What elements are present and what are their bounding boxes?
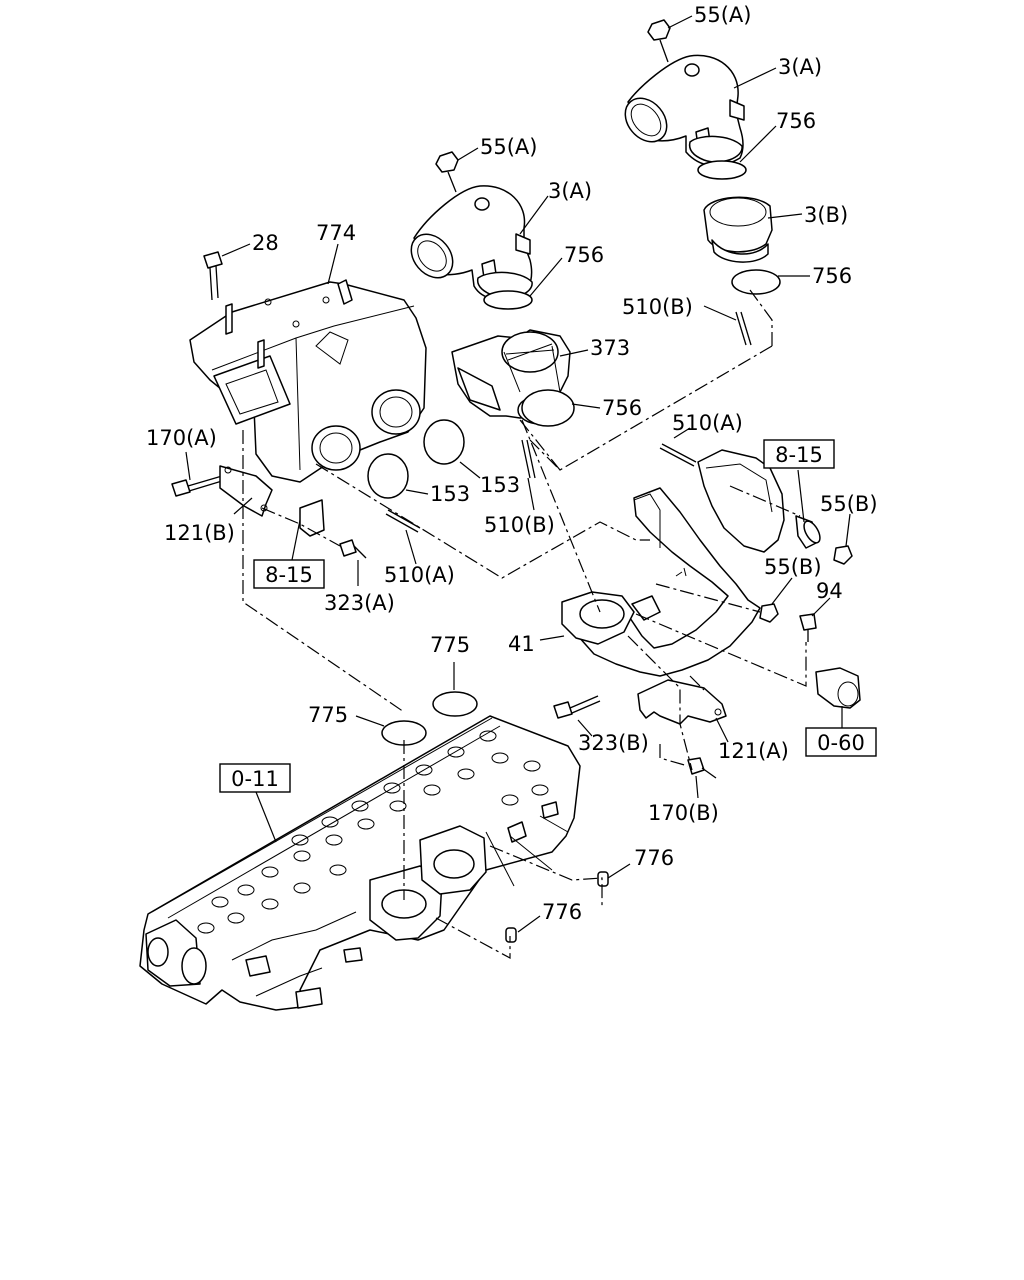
label-153-b: 153 — [480, 473, 520, 497]
nut-55a-top — [647, 19, 671, 63]
center-lines — [242, 289, 807, 960]
stud-510b-top — [735, 311, 752, 346]
label-756-373: 756 — [602, 396, 642, 420]
label-756-b: 756 — [812, 264, 852, 288]
bolt-94 — [799, 613, 817, 642]
gasket-756-373 — [521, 389, 575, 427]
label-55a-mid: 55(A) — [480, 135, 537, 159]
elbow-3a-mid — [410, 185, 533, 301]
label-3b: 3(B) — [804, 203, 848, 227]
label-41: 41 — [508, 632, 535, 656]
label-55b-b: 55(B) — [764, 555, 822, 579]
label-153-a: 153 — [430, 482, 470, 506]
sensor-right — [795, 515, 821, 549]
label-323b: 323(B) — [578, 731, 649, 755]
label-756-mid: 756 — [564, 243, 604, 267]
nut-55b-a — [833, 545, 853, 565]
oring-153-b — [367, 453, 409, 499]
ref-815-right-text: 8-15 — [775, 443, 823, 467]
label-3a-top: 3(A) — [778, 55, 822, 79]
label-28: 28 — [252, 231, 279, 255]
label-323a: 323(A) — [324, 591, 395, 615]
label-121a: 121(A) — [718, 739, 789, 763]
label-170b: 170(B) — [648, 801, 719, 825]
sensor-060 — [815, 667, 861, 709]
oring-775-b — [432, 691, 478, 717]
label-775-a: 775 — [308, 703, 348, 727]
gasket-756-mid — [483, 290, 533, 310]
label-510b-top: 510(B) — [622, 295, 693, 319]
label-756-top: 756 — [776, 109, 816, 133]
ref-060-text: 0-60 — [817, 731, 865, 755]
cylinder-head — [139, 715, 581, 1011]
bracket-121a — [637, 679, 727, 725]
stud-510b-bot — [521, 439, 536, 479]
pipe-41 — [561, 449, 785, 677]
gasket-756-top — [697, 160, 747, 180]
label-776-a: 776 — [634, 846, 674, 870]
ref-box-815-right[interactable]: 8-15 — [763, 439, 835, 469]
bolt-170b — [687, 757, 717, 779]
label-776-b: 776 — [542, 900, 582, 924]
bolt-323a — [339, 539, 367, 559]
dowel-776-a — [597, 871, 609, 887]
elbow-3a-top — [624, 54, 745, 167]
leader-lines — [185, 15, 851, 933]
label-94: 94 — [816, 579, 843, 603]
oring-153-a — [423, 419, 465, 465]
ref-011-text: 0-11 — [231, 767, 279, 791]
label-55a-top: 55(A) — [694, 3, 751, 27]
label-121b: 121(B) — [164, 521, 235, 545]
label-55b-a: 55(B) — [820, 492, 878, 516]
label-510b-bot: 510(B) — [484, 513, 555, 537]
label-510a-left: 510(A) — [384, 563, 455, 587]
ref-box-815-left[interactable]: 8-15 — [253, 559, 325, 589]
label-3a-mid: 3(A) — [548, 179, 592, 203]
label-510a-right: 510(A) — [672, 411, 743, 435]
ref-box-011[interactable]: 0-11 — [219, 763, 291, 793]
nut-55a-mid — [435, 151, 459, 193]
ref-box-060[interactable]: 0-60 — [805, 727, 877, 757]
bolt-28 — [203, 251, 223, 301]
thermostat-housing-3b — [703, 196, 773, 263]
ref-815-left-text: 8-15 — [265, 563, 313, 587]
stud-510a-right — [659, 443, 697, 467]
dowel-776-b — [505, 927, 517, 943]
label-774: 774 — [316, 221, 356, 245]
bracket-121b — [219, 465, 273, 517]
label-775-b: 775 — [430, 633, 470, 657]
bolt-170a — [171, 475, 223, 497]
gasket-756-b — [731, 269, 781, 295]
label-373: 373 — [590, 336, 630, 360]
stud-510a-left — [385, 509, 421, 533]
nut-55b-b — [759, 603, 779, 623]
bolt-323b — [553, 695, 601, 719]
housing-774 — [189, 279, 427, 483]
label-170a: 170(A) — [146, 426, 217, 450]
